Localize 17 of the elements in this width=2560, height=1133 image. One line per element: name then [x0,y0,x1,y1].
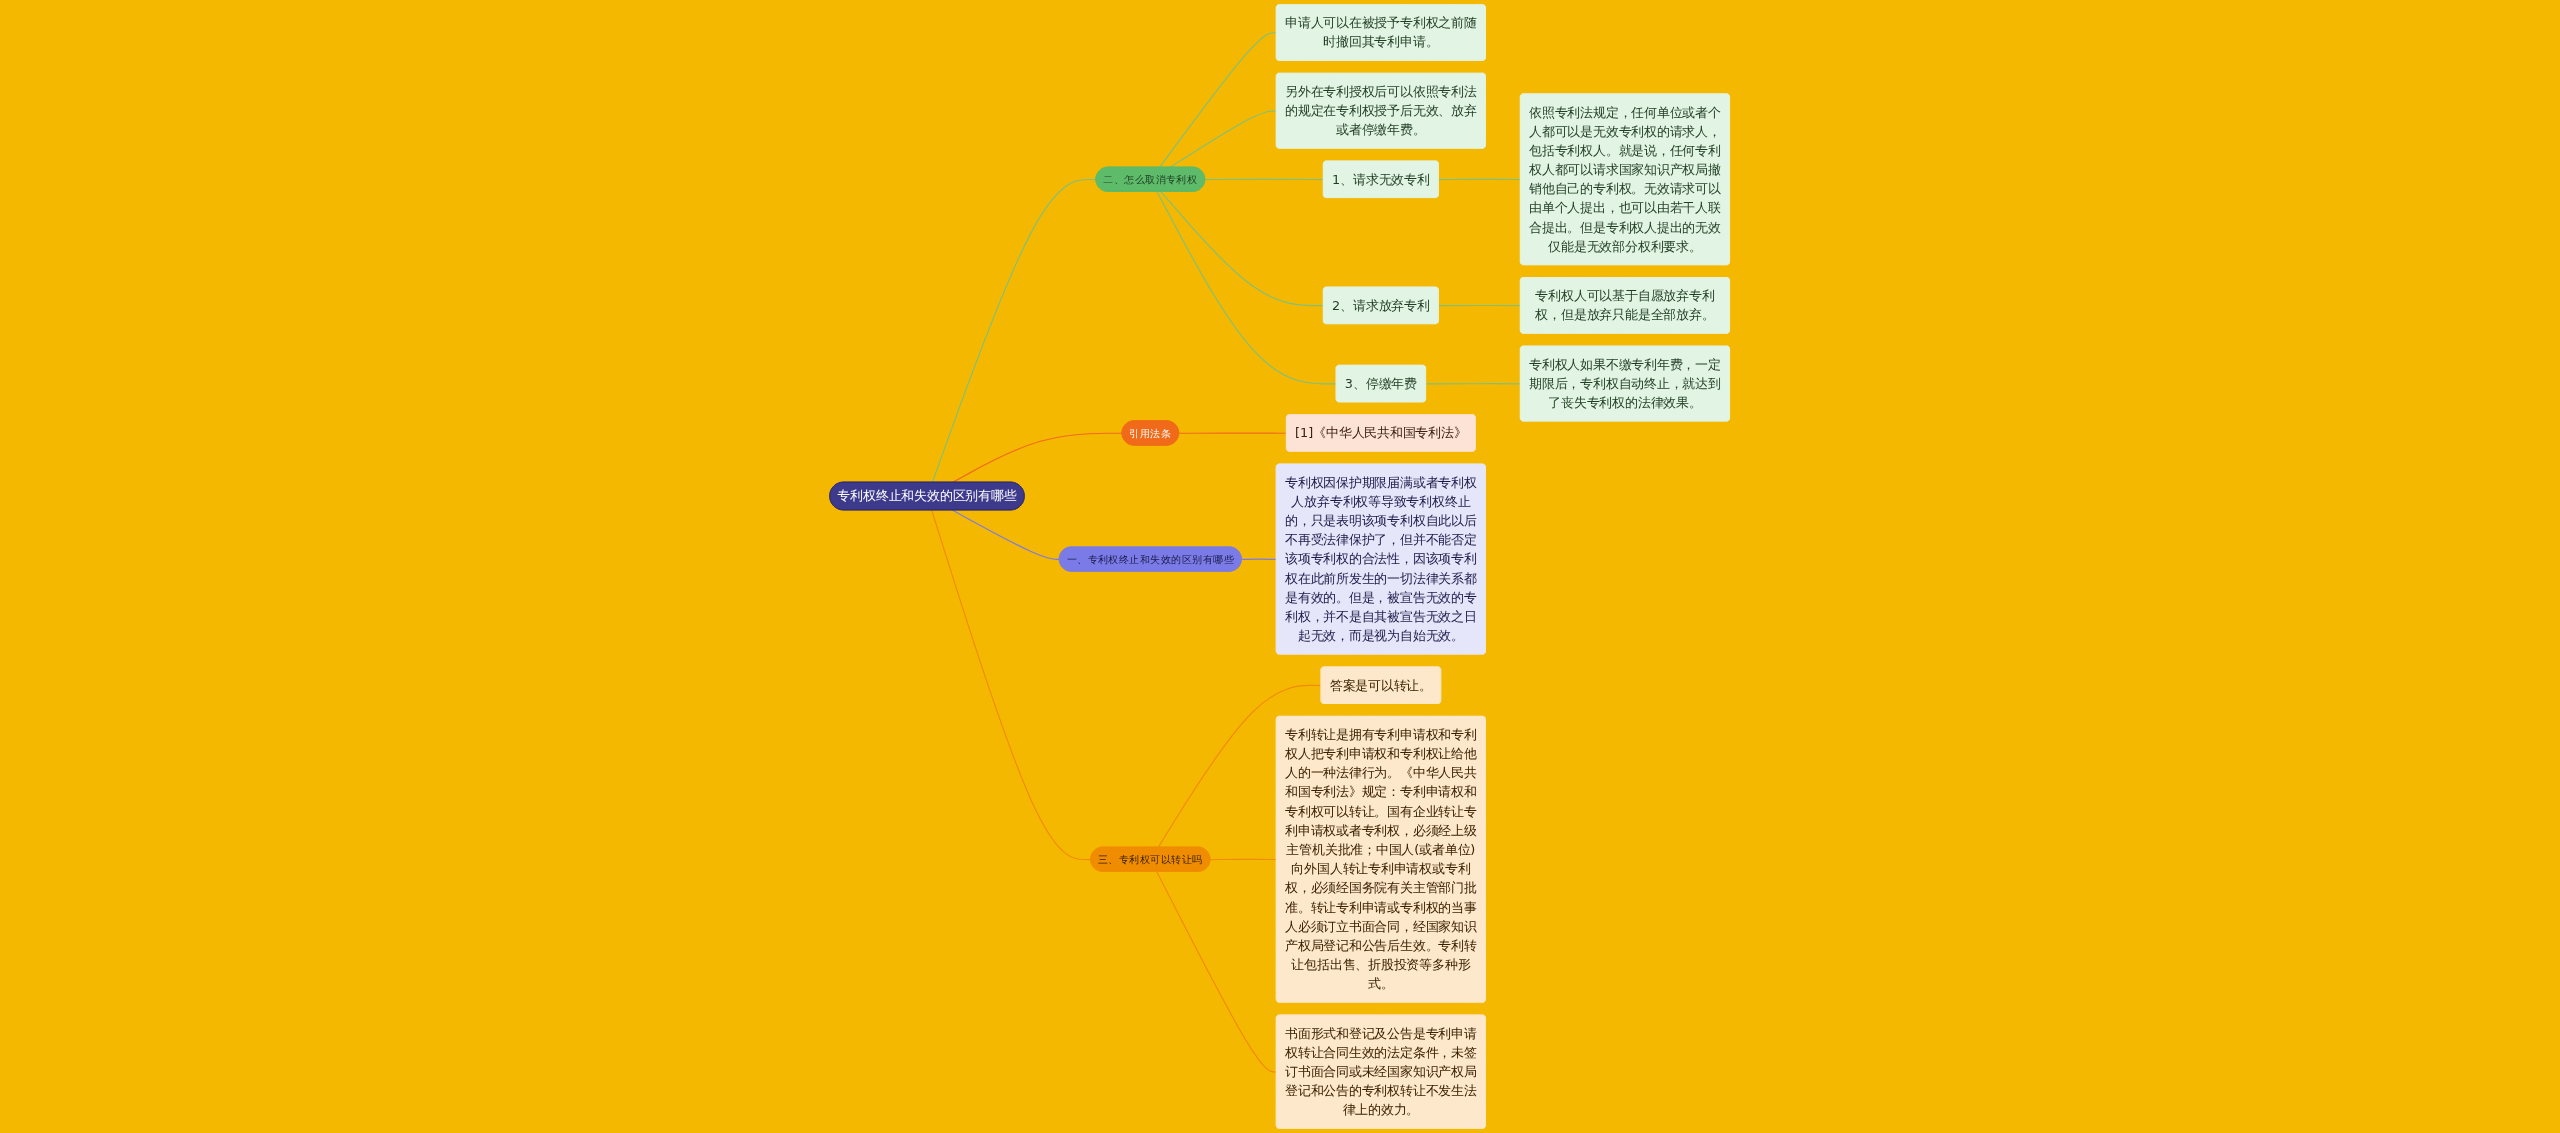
connector [931,509,1092,861]
connector [1156,191,1338,385]
connector [1438,304,1522,307]
connector [1425,383,1522,385]
connector [1156,871,1278,1073]
connector [1178,432,1288,434]
connector [1241,558,1278,560]
connector [1169,110,1278,168]
connector [1438,178,1522,181]
connector [1159,32,1278,168]
connector [1160,191,1325,307]
connector [1158,684,1323,848]
connector [932,178,1098,483]
connector [952,509,1061,560]
connector [952,432,1124,483]
connector [1210,858,1278,861]
connector [1204,178,1325,181]
